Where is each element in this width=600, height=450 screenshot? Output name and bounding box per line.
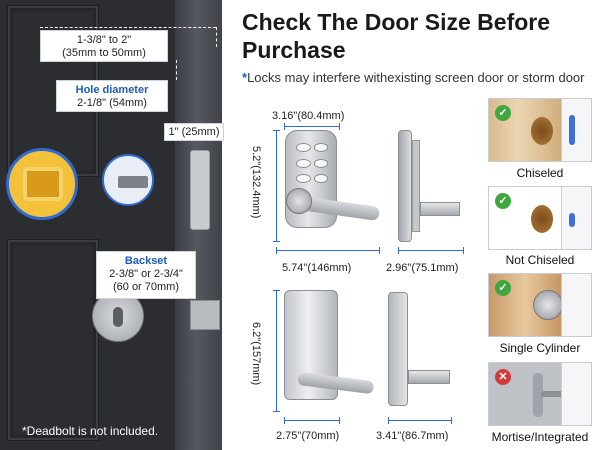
- edge-hole-callout: 1" (25mm): [164, 123, 224, 141]
- back-height-ruler: [273, 290, 280, 412]
- latch-plate-image: [569, 115, 575, 145]
- lever-rose-front: [286, 188, 312, 214]
- deadbolt-note: *Deadbolt is not included.: [22, 424, 159, 438]
- back-depth-ruler: [388, 417, 452, 424]
- back-width-label: 2.75"(70mm): [276, 430, 340, 442]
- back-height-label: 6.2"(157mm): [250, 322, 262, 386]
- lock-back-side-spindle: [408, 370, 450, 384]
- door-edge-strip: [561, 99, 591, 161]
- side-depth-label: 2.96"(75.1mm): [386, 262, 459, 274]
- door-panel-bottom: [8, 240, 98, 440]
- front-height-ruler: [273, 130, 280, 242]
- deadbolt-knob-image: [533, 290, 563, 320]
- thickness-guide-line: [40, 27, 216, 28]
- check-icon: ✓: [495, 193, 511, 209]
- front-height-label: 5.2"(132.4mm): [250, 146, 262, 219]
- keypad-icon: [296, 143, 328, 187]
- lock-side-spindle: [420, 202, 460, 216]
- mortise-lock-image: [533, 373, 543, 417]
- door-edge-strip: [561, 363, 591, 425]
- backset-callout: Backset 2-3/8" or 2-3/4" (60 or 70mm): [96, 251, 196, 299]
- mortise-lever-image: [541, 391, 575, 397]
- strike-plate-zoom: [6, 148, 78, 220]
- door-type-label-mortise: Mortise/Integrated: [491, 430, 589, 444]
- lock-side-view: [398, 130, 412, 242]
- door-type-card-mortise: ✕: [488, 362, 592, 426]
- hole-diameter-value: 2-1/8" (54mm): [77, 97, 147, 109]
- door-type-card-chiseled: ✓: [488, 98, 592, 162]
- back-depth-label: 3.41"(86.7mm): [376, 430, 449, 442]
- cross-icon: ✕: [495, 369, 511, 385]
- bore-hole-image: [102, 154, 154, 206]
- side-depth-ruler: [398, 247, 464, 254]
- door-thickness-line2: (35mm to 50mm): [62, 47, 146, 59]
- subtitle-text: Locks may interfere withexisting screen …: [247, 70, 585, 85]
- thickness-guide-right: [216, 27, 217, 47]
- hole-diameter-label: Hole diameter: [75, 84, 149, 96]
- door-edge-strip: [561, 274, 591, 336]
- edge-guide-line: [176, 60, 177, 80]
- front-width-top-label: 3.16"(80.4mm): [272, 110, 345, 122]
- latch-bolt-image: [118, 176, 148, 188]
- page-title: Check The Door Size Before Purchase: [242, 9, 551, 63]
- back-width-ruler: [284, 417, 340, 424]
- bore-hole-image: [531, 205, 553, 233]
- page-subtitle: *Locks may interfere withexisting screen…: [242, 70, 592, 85]
- hole-diameter-callout: Hole diameter 2-1/8" (54mm): [56, 80, 168, 112]
- door-thickness-callout: 1-3/8" to 2" (35mm to 50mm): [40, 30, 168, 62]
- subtitle-asterisk: *: [242, 70, 248, 85]
- front-width-bottom-label: 5.74"(146mm): [282, 262, 352, 274]
- edge-bore-image: [190, 150, 210, 230]
- deadbolt-latch-image: [190, 300, 220, 330]
- lock-side-plate: [412, 140, 420, 232]
- door-edge-strip: [561, 187, 591, 249]
- door-type-label-not-chiseled: Not Chiseled: [505, 253, 575, 267]
- backset-label: Backset: [124, 255, 168, 267]
- check-icon: ✓: [495, 280, 511, 296]
- door-type-label-single-cylinder: Single Cylinder: [499, 341, 581, 355]
- door-thickness-line1: 1-3/8" to 2": [76, 34, 132, 46]
- check-icon: ✓: [495, 105, 511, 121]
- latch-image: [569, 213, 575, 227]
- front-width-top-ruler: [284, 123, 340, 130]
- door-frame: [222, 0, 228, 450]
- backset-line1: 2-3/8" or 2-3/4": [109, 268, 183, 280]
- keyhole-icon: [113, 307, 123, 327]
- strike-plate-image: [23, 167, 63, 201]
- door-type-label-chiseled: Chiseled: [516, 166, 564, 180]
- bore-hole-image: [531, 117, 553, 145]
- door-type-card-not-chiseled: ✓: [488, 186, 592, 250]
- lock-back-side-view: [388, 292, 408, 406]
- front-width-bottom-ruler: [276, 247, 380, 254]
- backset-line2: (60 or 70mm): [112, 281, 180, 293]
- door-type-card-single-cylinder: ✓: [488, 273, 592, 337]
